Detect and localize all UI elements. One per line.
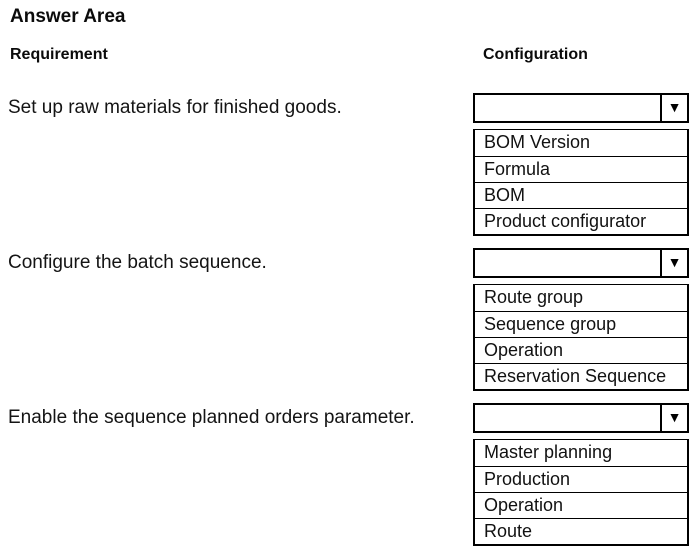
dropdown-arrow-button[interactable]: ▼ bbox=[660, 95, 687, 121]
dropdown-arrow-button[interactable]: ▼ bbox=[660, 405, 687, 431]
dropdown-arrow-button[interactable]: ▼ bbox=[660, 250, 687, 276]
dropdown-option[interactable]: Operation bbox=[475, 492, 687, 518]
dropdown-value bbox=[475, 405, 660, 431]
requirement-text: Enable the sequence planned orders param… bbox=[8, 407, 415, 428]
requirement-column-header: Requirement bbox=[10, 46, 108, 63]
dropdown-option-list: Route group Sequence group Operation Res… bbox=[473, 284, 689, 391]
dropdown-option[interactable]: Formula bbox=[475, 156, 687, 182]
configuration-dropdown-1: ▼ BOM Version Formula BOM Product config… bbox=[473, 93, 689, 236]
dropdown-option-list: Master planning Production Operation Rou… bbox=[473, 439, 689, 546]
dropdown-option[interactable]: Operation bbox=[475, 337, 687, 363]
chevron-down-icon: ▼ bbox=[667, 99, 682, 115]
dropdown-option[interactable]: Production bbox=[475, 466, 687, 492]
dropdown-option[interactable]: Master planning bbox=[484, 442, 613, 462]
dropdown-value bbox=[475, 95, 660, 121]
requirement-text: Set up raw materials for finished goods. bbox=[8, 97, 342, 118]
requirement-text: Configure the batch sequence. bbox=[8, 252, 267, 273]
dropdown-option[interactable]: BOM bbox=[475, 182, 687, 208]
chevron-down-icon: ▼ bbox=[667, 254, 682, 270]
configuration-column-header: Configuration bbox=[483, 46, 588, 63]
dropdown-option[interactable]: BOM Version bbox=[484, 132, 591, 152]
dropdown-option[interactable]: Route group bbox=[484, 287, 584, 307]
dropdown-option-list: BOM Version Formula BOM Product configur… bbox=[473, 129, 689, 236]
dropdown-select[interactable]: ▼ bbox=[473, 248, 689, 278]
dropdown-option[interactable]: Route bbox=[475, 518, 687, 544]
dropdown-value bbox=[475, 250, 660, 276]
dropdown-select[interactable]: ▼ bbox=[473, 403, 689, 433]
dropdown-select[interactable]: ▼ bbox=[473, 93, 689, 123]
dropdown-option[interactable]: Product configurator bbox=[475, 208, 687, 234]
dropdown-option[interactable]: Sequence group bbox=[475, 311, 687, 337]
configuration-dropdown-3: ▼ Master planning Production Operation R… bbox=[473, 403, 689, 546]
dropdown-option[interactable]: Reservation Sequence bbox=[475, 363, 687, 389]
chevron-down-icon: ▼ bbox=[667, 409, 682, 425]
answer-area-title: Answer Area bbox=[10, 6, 126, 27]
configuration-dropdown-2: ▼ Route group Sequence group Operation R… bbox=[473, 248, 689, 391]
